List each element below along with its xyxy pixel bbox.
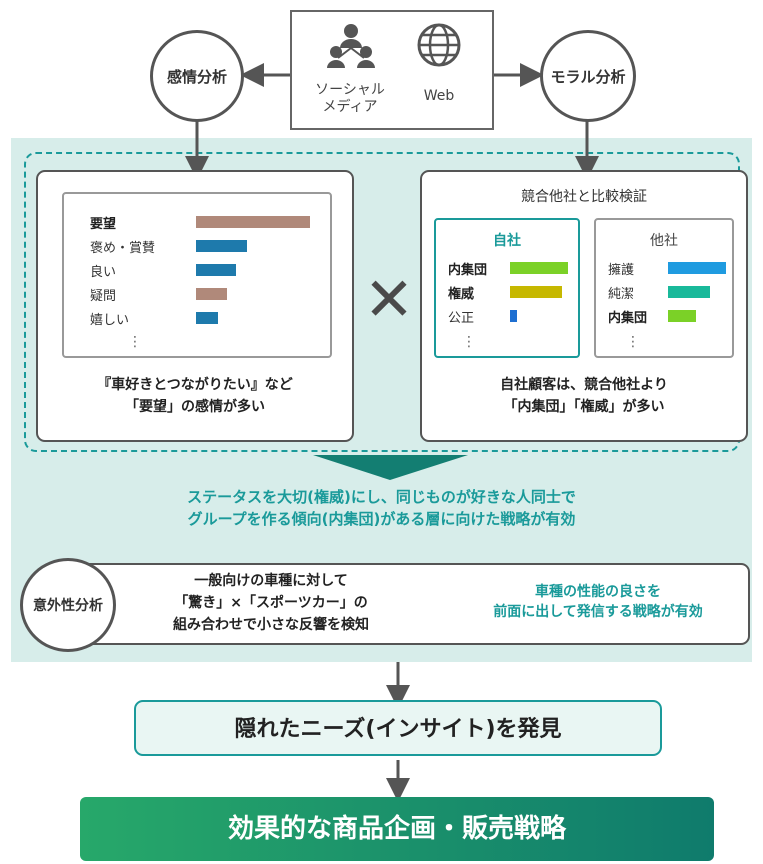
own-company-bar bbox=[510, 286, 562, 298]
own-company-box: 自社 内集団権威公正 ⋮ bbox=[434, 218, 580, 358]
insight-box: 隠れたニーズ(インサイト)を発見 bbox=[134, 700, 662, 756]
sentiment-ellipsis: ⋮ bbox=[128, 334, 142, 350]
sentiment-label: 疑問 bbox=[90, 288, 117, 304]
result-triangle bbox=[313, 455, 468, 480]
sentiment-label: 良い bbox=[90, 264, 117, 280]
sentiment-label: 褒め・賞賛 bbox=[90, 240, 156, 256]
cross-icon: ✕ bbox=[363, 265, 415, 335]
source-box: ソーシャル メディア Web bbox=[290, 10, 494, 130]
sentiment-label: 要望 bbox=[90, 216, 117, 232]
moral-panel: 競合他社と比較検証 自社 内集団権威公正 ⋮ 他社 擁護純潔内集団 ⋮ 自社顧客… bbox=[420, 170, 748, 442]
sentiment-bar bbox=[196, 312, 218, 324]
competitor-box: 他社 擁護純潔内集団 ⋮ bbox=[594, 218, 734, 358]
unexpectedness-result: 車種の性能の良さを 前面に出して発信する戦略が有効 bbox=[493, 584, 703, 620]
own-company-bar bbox=[510, 310, 517, 322]
sentiment-bar bbox=[196, 240, 247, 252]
competitor-title: 他社 bbox=[650, 233, 678, 249]
sentiment-bar bbox=[196, 288, 227, 300]
own-company-label: 公正 bbox=[448, 310, 475, 326]
competitor-bar bbox=[668, 262, 726, 274]
own-company-label: 内集団 bbox=[448, 262, 488, 278]
sentiment-bar bbox=[196, 264, 236, 276]
sentiment-analysis-circle: 感情分析 bbox=[150, 30, 244, 122]
social-network-icon bbox=[327, 24, 375, 68]
own-company-label: 権威 bbox=[448, 286, 475, 302]
final-strategy-box: 効果的な商品企画・販売戦略 bbox=[80, 797, 714, 861]
own-company-title: 自社 bbox=[493, 233, 521, 249]
competitor-label: 擁護 bbox=[608, 262, 635, 278]
sentiment-label: 嬉しい bbox=[90, 312, 130, 328]
social-media-label: ソーシャル メディア bbox=[315, 82, 385, 115]
competitor-label: 純潔 bbox=[608, 286, 635, 302]
moral-caption: 自社顧客は、競合他社より 「内集団」「権威」が多い bbox=[500, 377, 668, 415]
web-label: Web bbox=[423, 88, 455, 104]
globe-icon bbox=[417, 23, 461, 67]
own-company-ellipsis: ⋮ bbox=[462, 334, 476, 350]
competitor-ellipsis: ⋮ bbox=[626, 334, 640, 350]
sentiment-panel: 要望褒め・賞賛良い疑問嬉しい ⋮ 『車好きとつながりたい』など 「要望」の感情が… bbox=[36, 170, 354, 442]
competitor-label: 内集団 bbox=[608, 310, 648, 326]
sentiment-chart: 要望褒め・賞賛良い疑問嬉しい ⋮ bbox=[62, 192, 332, 358]
unexpectedness-bar bbox=[60, 563, 750, 645]
unexpectedness-circle: 意外性分析 bbox=[20, 558, 116, 652]
unexpectedness-description: 一般向けの車種に対して 「驚き」×「スポーツカー」の 組み合わせで小さな反響を検… bbox=[173, 573, 369, 633]
moral-panel-title: 競合他社と比較検証 bbox=[521, 189, 647, 205]
competitor-bar bbox=[668, 310, 696, 322]
sentiment-bar bbox=[196, 216, 310, 228]
strategy-result-text: ステータスを大切(権威)にし、同じものが好きな人同士で グループを作る傾向(内集… bbox=[187, 488, 576, 528]
moral-analysis-circle: モラル分析 bbox=[540, 30, 636, 122]
competitor-bar bbox=[668, 286, 710, 298]
own-company-bar bbox=[510, 262, 568, 274]
sentiment-caption: 『車好きとつながりたい』など 「要望」の感情が多い bbox=[97, 377, 293, 415]
